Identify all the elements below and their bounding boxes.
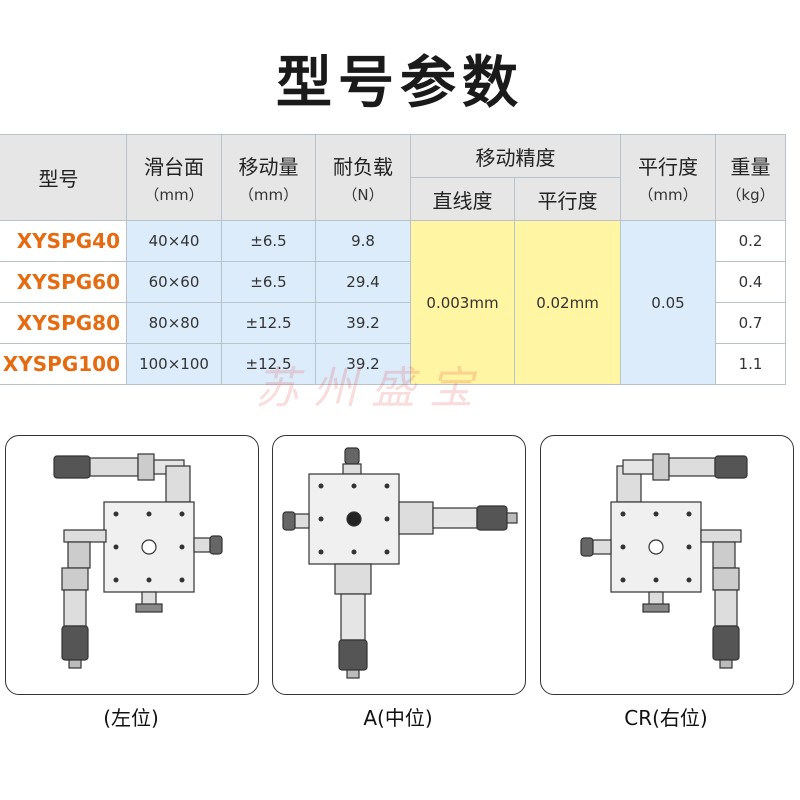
- platform-cell: 100×100: [126, 343, 222, 385]
- table-row: XYSPG80 80×80 ±12.5 39.2 0.7: [0, 302, 786, 344]
- load-cell: 39.2: [315, 343, 411, 385]
- platform-cell: 40×40: [126, 220, 222, 262]
- stage-right-drawing: [580, 453, 748, 669]
- platform-cell: 60×60: [126, 261, 222, 303]
- header-model: 型号: [0, 134, 127, 221]
- load-cell: 39.2: [315, 302, 411, 344]
- header-straightness: 直线度: [410, 177, 515, 221]
- header-precision: 移动精度: [410, 134, 621, 178]
- model-cell: XYSPG80: [0, 302, 127, 344]
- watermark: 苏州盛宝: [255, 363, 487, 414]
- diagram-center-position: [272, 435, 526, 695]
- caption-right: CR(右位): [624, 706, 708, 730]
- load-cell: 29.4: [315, 261, 411, 303]
- travel-cell: ±6.5: [221, 261, 316, 303]
- stage-left-drawing: [53, 453, 223, 669]
- model-cell: XYSPG100: [0, 343, 127, 385]
- weight-cell: 1.1: [715, 343, 786, 385]
- weight-cell: 0.4: [715, 261, 786, 303]
- header-load: 耐负载（N）: [315, 134, 411, 221]
- weight-cell: 0.2: [715, 220, 786, 262]
- header-parallel: 平行度（mm）: [620, 134, 716, 221]
- parallelism-cell: 0.02mm: [514, 220, 621, 385]
- platform-cell: 80×80: [126, 302, 222, 344]
- page-title: 型号参数: [276, 51, 524, 116]
- spec-table: 型号 滑台面（mm） 移动量（mm） 耐负载（N） 移动精度 平行度（mm） 重…: [0, 134, 786, 385]
- model-cell: XYSPG40: [0, 220, 127, 262]
- model-cell: XYSPG60: [0, 261, 127, 303]
- weight-cell: 0.7: [715, 302, 786, 344]
- travel-cell: ±12.5: [221, 302, 316, 344]
- diagram-right-position: [540, 435, 794, 695]
- table-row: XYSPG100 100×100 ±12.5 39.2 1.1: [0, 343, 786, 385]
- header-travel: 移动量（mm）: [221, 134, 316, 221]
- parallel-mm-cell: 0.05: [620, 220, 716, 385]
- travel-cell: ±6.5: [221, 220, 316, 262]
- caption-center: A(中位): [363, 706, 433, 730]
- caption-left: (左位): [103, 706, 159, 730]
- header-weight: 重量（kg）: [715, 134, 786, 221]
- header-platform: 滑台面（mm）: [126, 134, 222, 221]
- table-row: XYSPG40 40×40 ±6.5 9.8 0.003mm 0.02mm 0.…: [0, 220, 786, 385]
- header-parallelism: 平行度: [514, 177, 621, 221]
- load-cell: 9.8: [315, 220, 411, 262]
- diagram-left-position: [5, 435, 259, 695]
- straightness-cell: 0.003mm: [410, 220, 515, 385]
- stage-center-drawing: [282, 447, 518, 679]
